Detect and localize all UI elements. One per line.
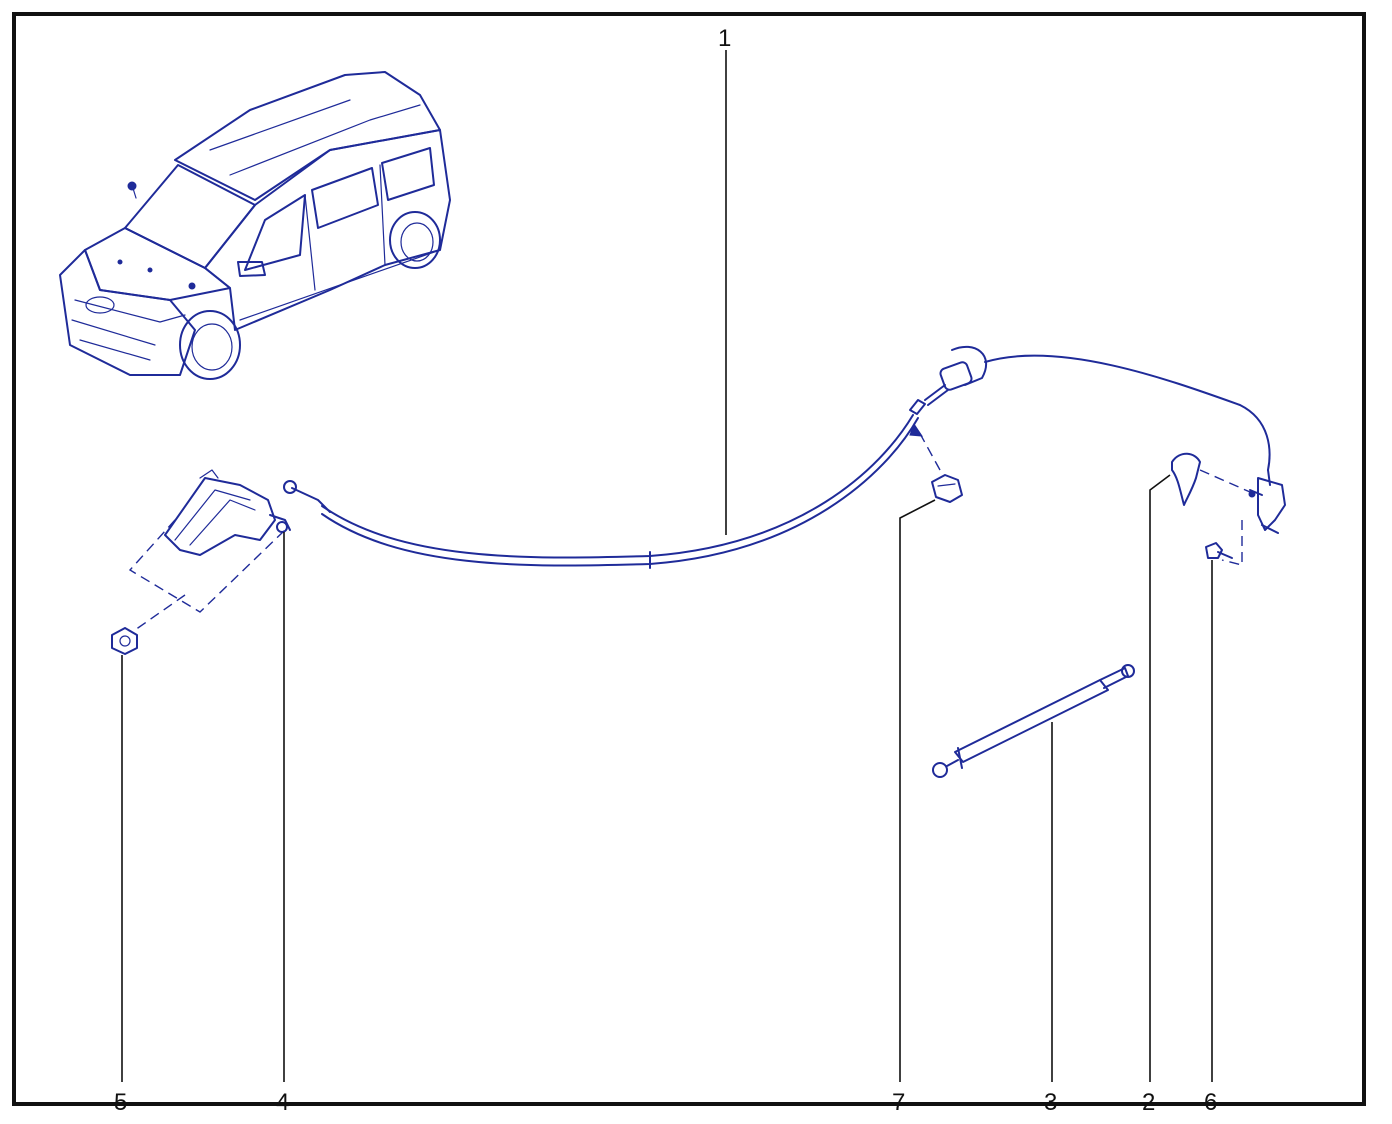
callout-2: 2 xyxy=(1142,1089,1155,1116)
diagram-frame xyxy=(12,12,1366,1106)
callout-1: 1 xyxy=(718,25,731,52)
vehicle-illustration-icon xyxy=(59,71,451,380)
release-handle-icon xyxy=(1171,452,1251,506)
hex-nut-icon xyxy=(111,627,138,655)
hood-lock-assembly-icon xyxy=(1221,477,1286,566)
hood-latch-icon xyxy=(128,469,291,631)
leader-7 xyxy=(899,499,936,1082)
callout-7: 7 xyxy=(892,1089,905,1116)
leader-2 xyxy=(1149,474,1171,1082)
callout-3: 3 xyxy=(1044,1089,1057,1116)
callout-5: 5 xyxy=(114,1089,127,1116)
bolt-icon xyxy=(1205,542,1233,559)
gas-strut-icon xyxy=(932,664,1135,778)
callout-6: 6 xyxy=(1204,1089,1217,1116)
hood-release-cable xyxy=(283,345,1271,569)
callout-4: 4 xyxy=(276,1089,289,1116)
cable-clip-icon xyxy=(909,422,963,503)
leader-lines xyxy=(121,50,1213,1082)
